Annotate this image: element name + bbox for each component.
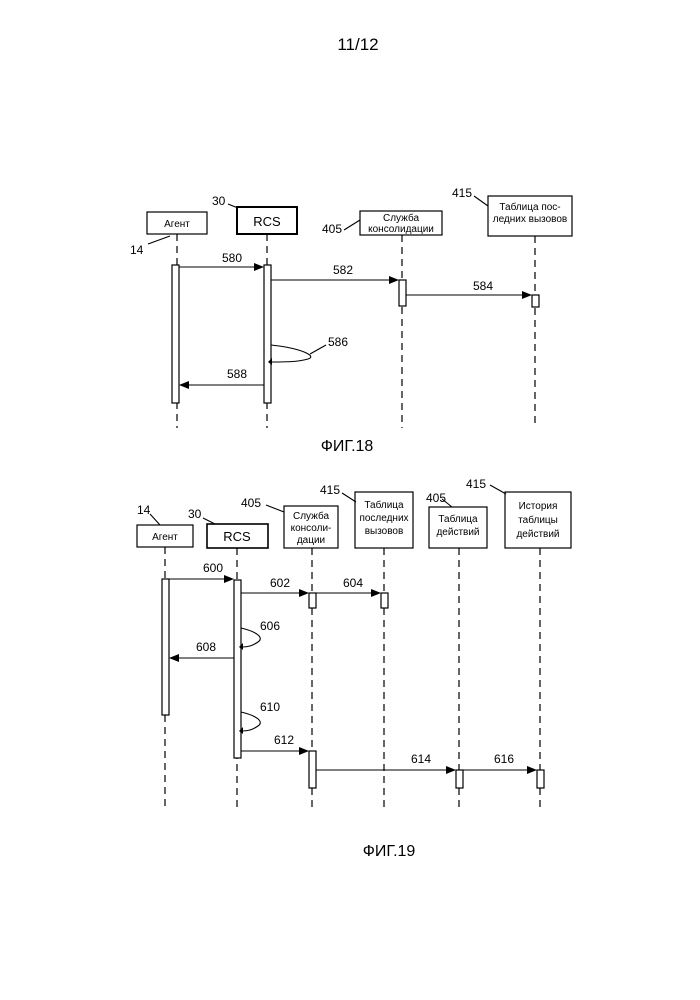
fig19-message-612-label: 612 bbox=[274, 733, 294, 747]
fig18-agent-ref-leader bbox=[148, 236, 170, 244]
fig18-agent-label: Агент bbox=[164, 219, 190, 230]
figure-18: Агент 14 RCS 30 Служба консолидации 405 bbox=[130, 186, 572, 455]
fig19-message-610-label: 610 bbox=[260, 700, 280, 714]
fig19-consolidation-activation-2 bbox=[309, 751, 316, 788]
fig19-actions-history-label-3: действий bbox=[516, 529, 559, 540]
fig19-recent-calls-label-1: Таблица bbox=[364, 499, 404, 511]
fig19-actions-history-ref: 415 bbox=[466, 477, 486, 491]
fig18-agent-activation bbox=[172, 265, 179, 403]
fig19-agent-participant: Агент 14 bbox=[137, 503, 193, 808]
fig19-actions-participant: Таблица действий 405 bbox=[426, 491, 487, 808]
fig18-agent-ref: 14 bbox=[130, 243, 144, 257]
fig18-rcs-label: RCS bbox=[253, 214, 281, 229]
fig19-consolidation-label-3: дации bbox=[297, 535, 325, 546]
fig19-actions-label-2: действий bbox=[436, 527, 479, 538]
fig19-agent-ref-leader bbox=[150, 514, 160, 525]
fig18-recent-calls-label-2: ледних вызовов bbox=[493, 214, 568, 225]
fig19-actions-activation bbox=[456, 770, 463, 788]
fig18-consolidation-ref-leader bbox=[344, 220, 360, 230]
fig18-caption: ФИГ.18 bbox=[321, 438, 374, 455]
fig19-message-602-label: 602 bbox=[270, 576, 290, 590]
fig19-actions-label-1: Таблица bbox=[438, 513, 478, 525]
fig19-agent-ref: 14 bbox=[137, 503, 151, 517]
fig19-caption: ФИГ.19 bbox=[363, 843, 416, 860]
fig18-rcs-participant: RCS 30 bbox=[212, 194, 297, 428]
fig19-recent-calls-label-3: вызовов bbox=[365, 526, 404, 537]
fig19-message-610-self-loop bbox=[241, 712, 260, 731]
fig18-recent-calls-activation bbox=[532, 295, 539, 307]
fig19-recent-calls-activation bbox=[381, 593, 388, 608]
fig18-message-588-label: 588 bbox=[227, 367, 247, 381]
fig19-rcs-ref-leader bbox=[203, 518, 215, 524]
fig19-rcs-ref: 30 bbox=[188, 507, 202, 521]
fig19-consolidation-label-1: Служба bbox=[293, 510, 329, 522]
fig18-consolidation-activation bbox=[399, 280, 406, 306]
fig19-consolidation-activation-1 bbox=[309, 593, 316, 608]
fig19-recent-calls-label-2: последних bbox=[359, 513, 408, 524]
fig18-recent-calls-label-1: Таблица пос- bbox=[499, 201, 560, 213]
fig19-message-616-label: 616 bbox=[494, 752, 514, 766]
fig18-message-580-label: 580 bbox=[222, 251, 242, 265]
fig19-consolidation-label-2: консоли- bbox=[291, 523, 332, 534]
fig18-rcs-ref: 30 bbox=[212, 194, 226, 208]
fig19-agent-label: Агент bbox=[152, 532, 178, 543]
fig18-consolidation-label-2: консолидации bbox=[368, 224, 434, 235]
fig18-message-582-label: 582 bbox=[333, 263, 353, 277]
fig18-message-586-leader bbox=[310, 345, 326, 354]
fig19-agent-activation bbox=[162, 579, 169, 715]
fig19-actions-history-activation bbox=[537, 770, 544, 788]
fig18-consolidation-ref: 405 bbox=[322, 222, 342, 236]
fig19-message-600-label: 600 bbox=[203, 561, 223, 575]
fig19-actions-history-label-1: История bbox=[519, 501, 558, 512]
fig19-actions-ref: 405 bbox=[426, 491, 446, 505]
fig19-consolidation-ref-leader bbox=[266, 505, 284, 512]
fig18-message-586-self-loop bbox=[271, 345, 311, 362]
fig19-message-614-label: 614 bbox=[411, 752, 431, 766]
fig18-recent-calls-ref-leader bbox=[474, 196, 488, 206]
figure-19: Агент 14 RCS 30 Служба консоли- дации 40… bbox=[137, 477, 571, 860]
fig19-message-608-label: 608 bbox=[196, 640, 216, 654]
fig18-recent-calls-ref: 415 bbox=[452, 186, 472, 200]
fig19-recent-calls-ref: 415 bbox=[320, 483, 340, 497]
fig19-recent-calls-ref-leader bbox=[342, 493, 356, 502]
fig18-consolidation-label-1: Служба bbox=[383, 212, 419, 224]
fig18-agent-participant: Агент 14 bbox=[130, 212, 207, 428]
fig18-rcs-activation bbox=[264, 265, 271, 403]
fig19-message-604-label: 604 bbox=[343, 576, 363, 590]
fig19-message-606-self-loop bbox=[241, 628, 260, 647]
page-number: 11/12 bbox=[337, 35, 378, 54]
fig18-message-586-label: 586 bbox=[328, 335, 348, 349]
fig19-actions-history-ref-leader bbox=[490, 485, 506, 494]
fig19-actions-history-label-2: таблицы bbox=[518, 514, 558, 526]
fig18-consolidation-participant: Служба консолидации 405 bbox=[322, 211, 442, 428]
fig19-consolidation-ref: 405 bbox=[241, 496, 261, 510]
fig19-rcs-label: RCS bbox=[223, 529, 251, 544]
fig19-message-606-label: 606 bbox=[260, 619, 280, 633]
fig18-message-584-label: 584 bbox=[473, 279, 493, 293]
fig18-recent-calls-participant: Таблица пос- ледних вызовов 415 bbox=[452, 186, 572, 428]
